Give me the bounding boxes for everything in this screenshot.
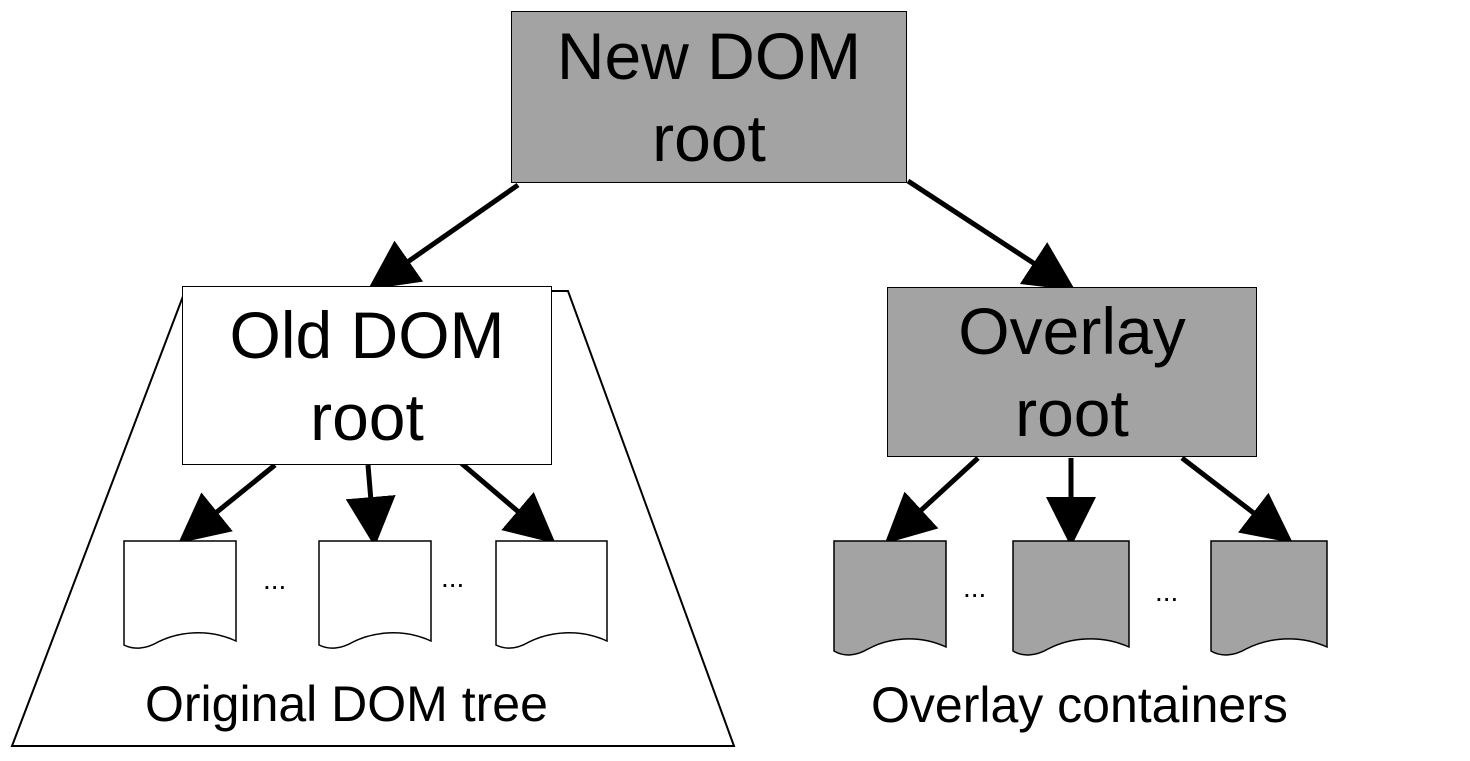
original-tree-caption: Original DOM tree <box>145 676 548 732</box>
new-dom-root-node: New DOM root <box>511 11 907 183</box>
original-child-doc-1 <box>123 540 237 649</box>
overlay-ellipsis-1: ... <box>963 572 987 603</box>
arrow-old-to-child-2 <box>345 464 396 547</box>
overlay-container-doc-1 <box>833 540 947 656</box>
arrow-overlay-to-container-3 <box>1180 456 1293 544</box>
arrow-new-to-old <box>367 182 520 290</box>
overlay-root-node: Overlay root <box>887 287 1257 457</box>
old-dom-root-node: Old DOM root <box>182 286 552 465</box>
arrow-overlay-to-container-1 <box>884 456 980 544</box>
overlay-root-label: Overlay root <box>958 294 1186 450</box>
overlay-containers-caption: Overlay containers <box>871 677 1288 733</box>
overlay-container-doc-3 <box>1210 540 1328 656</box>
original-child-doc-2 <box>318 540 432 649</box>
old-dom-root-label: Old DOM root <box>229 297 505 454</box>
new-dom-root-label: New DOM root <box>556 19 862 175</box>
original-child-doc-3 <box>495 540 608 649</box>
overlay-ellipsis-2: ... <box>1155 576 1179 607</box>
original-ellipsis-1: ... <box>263 564 287 595</box>
arrow-old-to-child-1 <box>178 463 277 544</box>
original-ellipsis-2: ... <box>441 562 465 593</box>
arrow-old-to-child-3 <box>459 461 556 544</box>
overlay-container-doc-2 <box>1012 540 1130 656</box>
arrow-new-to-overlay <box>906 178 1076 291</box>
